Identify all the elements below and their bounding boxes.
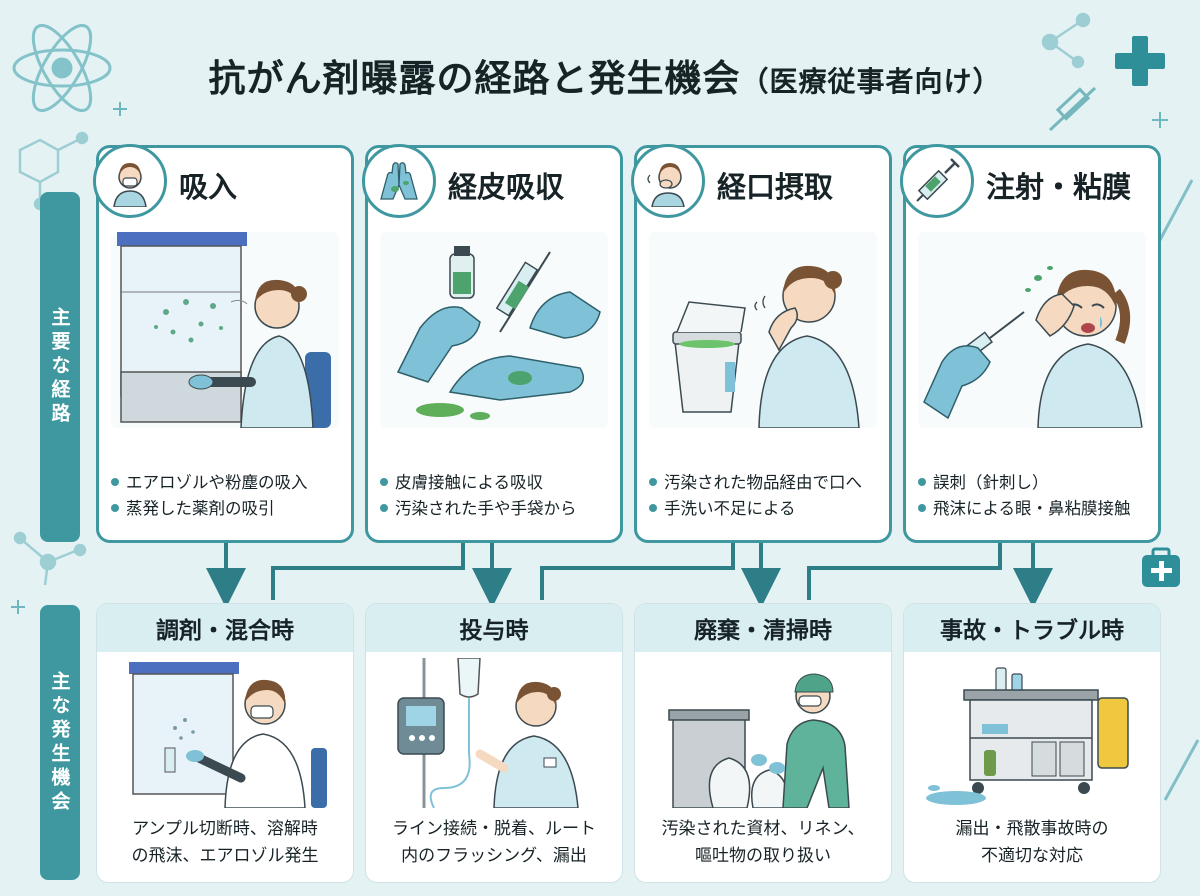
gloves-icon: [362, 144, 436, 218]
route-header: 吸入: [93, 144, 351, 218]
oral-ingestion-illustration: [649, 232, 877, 428]
connector-oral: [540, 543, 735, 600]
route-header: 注射・粘膜: [900, 144, 1158, 218]
list-item: 汚染された手や手袋から: [380, 496, 614, 522]
side-label-routes: 主要な経路: [40, 192, 80, 542]
list-item: 手洗い不足による: [649, 496, 883, 522]
route-title: 経皮吸収: [448, 170, 565, 204]
masked-worker-icon: [93, 144, 167, 218]
accident-cart-illustration: [922, 658, 1144, 808]
route-card-inhalation: 吸入 エアロゾルや粉塵の吸入 蒸発した薬剤の吸引: [93, 144, 354, 543]
opportunity-description: ライン接続・脱着、ルート 内のフラッシング、漏出: [392, 819, 596, 866]
injection-mucosa-illustration: [918, 232, 1146, 428]
opportunity-title: 調剤・混合時: [156, 618, 294, 644]
route-title: 注射・粘膜: [986, 170, 1132, 204]
inhalation-illustration: [111, 232, 339, 428]
syringe-deco-icon-3: [1163, 739, 1200, 801]
route-bullets: 皮膚接触による吸収 汚染された手や手袋から: [380, 470, 614, 522]
opportunity-card-preparation: 調剤・混合時 アンプル切断時、溶解時 の飛沫、エアロゾル発生: [96, 603, 354, 883]
opportunity-header: 廃棄・清掃時: [635, 604, 891, 652]
opportunity-card-disposal-cleaning: 廃棄・清掃時 汚染された資材、リネン、 嘔吐物の取り扱い: [634, 603, 892, 883]
opportunity-card-administration: 投与時 ライン接続・脱着、ルート 内のフラッシング、漏出: [365, 603, 623, 883]
side-label-opportunities: 主な発生機会: [40, 605, 80, 880]
route-title: 吸入: [179, 170, 238, 204]
opportunity-header: 調剤・混合時: [97, 604, 353, 652]
list-item: 誤刺（針刺し）: [918, 470, 1152, 496]
disposal-illustration: [653, 658, 875, 808]
opportunity-description: アンプル切断時、溶解時 の飛沫、エアロゾル発生: [131, 819, 319, 866]
route-card-injection-mucosa: 注射・粘膜 誤刺（針刺し） 飛沫による眼・鼻粘膜接触: [900, 144, 1161, 543]
connector-injection: [807, 543, 1002, 600]
opportunity-title: 事故・トラブル時: [940, 618, 1124, 644]
opportunity-header: 事故・トラブル時: [904, 604, 1160, 652]
bullet-dot: [111, 504, 119, 512]
mouth-touch-icon: [631, 144, 705, 218]
opportunity-description: 汚染された資材、リネン、 嘔吐物の取り扱い: [661, 819, 865, 866]
bullet-dot: [380, 504, 388, 512]
bullet-dot: [918, 504, 926, 512]
list-item: エアロゾルや粉塵の吸入: [111, 470, 345, 496]
opportunity-title: 廃棄・清掃時: [694, 618, 832, 644]
preparation-illustration: [115, 658, 337, 808]
bullet-dot: [918, 478, 926, 486]
list-item: 皮膚接触による吸収: [380, 470, 614, 496]
route-header: 経皮吸収: [362, 144, 620, 218]
header: 抗がん剤曝露の経路と発生機会（医療従事者向け）: [120, 40, 1090, 110]
route-header: 経口摂取: [631, 144, 889, 218]
route-bullets: エアロゾルや粉塵の吸入 蒸発した薬剤の吸引: [111, 470, 345, 522]
medical-cross-icon: [1115, 36, 1165, 86]
atom-icon: [12, 23, 112, 113]
opportunity-description: 漏出・飛散事故時の 不適切な対応: [955, 819, 1109, 866]
opportunity-card-accidents: 事故・トラブル時 漏出・飛散事故時の 不適切な対応: [903, 603, 1161, 883]
bullet-dot: [649, 504, 657, 512]
route-card-skin-absorption: 経皮吸収 皮膚接触による吸収 汚染された手や手袋から: [362, 144, 623, 543]
opportunity-header: 投与時: [366, 604, 622, 652]
list-item: 飛沫による眼・鼻粘膜接触: [918, 496, 1152, 522]
page-subtitle: （医療従事者向け）: [740, 65, 1002, 98]
bullet-dot: [111, 478, 119, 486]
first-aid-kit-icon: [1142, 547, 1180, 587]
administration-illustration: [384, 658, 606, 808]
route-card-oral-ingestion: 経口摂取 汚染された物品経由で口へ 手洗い不足による: [631, 144, 892, 543]
bullet-dot: [649, 478, 657, 486]
syringe-deco-icon-2: [1158, 179, 1194, 241]
opportunity-title: 投与時: [459, 618, 529, 644]
connector-skin: [271, 543, 465, 600]
syringe-icon: [900, 144, 974, 218]
page-title: 抗がん剤曝露の経路と発生機会（医療従事者向け）: [208, 57, 1002, 100]
bullet-dot: [380, 478, 388, 486]
route-title: 経口摂取: [717, 170, 834, 204]
route-bullets: 誤刺（針刺し） 飛沫による眼・鼻粘膜接触: [918, 470, 1152, 522]
list-item: 汚染された物品経由で口へ: [649, 470, 883, 496]
route-bullets: 汚染された物品経由で口へ 手洗い不足による: [649, 470, 883, 522]
skin-absorption-illustration: [380, 232, 608, 428]
list-item: 蒸発した薬剤の吸引: [111, 496, 345, 522]
